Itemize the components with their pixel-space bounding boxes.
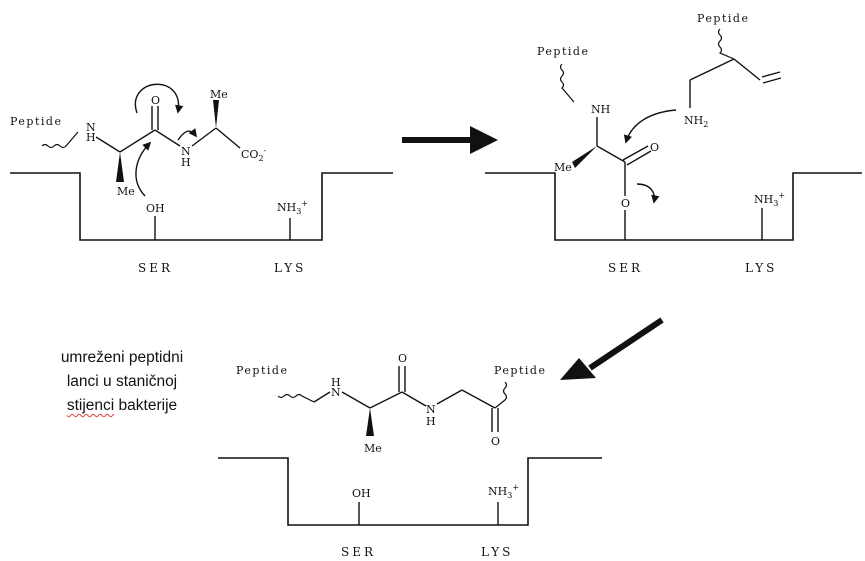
residue-label-ser-3: SER xyxy=(341,545,376,559)
residue-label-lys: LYS xyxy=(274,261,306,275)
peptide-label-3: Peptide xyxy=(697,12,749,25)
enzyme-pocket-3 xyxy=(218,457,602,526)
amide-n-label-4: N xyxy=(426,403,436,416)
residue-label-lys-2: LYS xyxy=(745,261,777,275)
reaction-arrow-2 xyxy=(588,317,664,371)
amide-nh-label: H xyxy=(86,131,96,144)
ester-o-label: O xyxy=(621,197,630,210)
arrow-oh-attack xyxy=(135,141,152,197)
amide-n-label-3: N xyxy=(331,386,341,399)
methyl-label-2: Me xyxy=(554,161,572,174)
peptide-chain-bond-3 xyxy=(717,28,735,60)
peptide-label: Peptide xyxy=(10,115,62,128)
lys-ammonium-label-3: NH3+ xyxy=(488,483,519,500)
peptide-chain-bond-5 xyxy=(494,381,508,409)
lys-ammonium-label-2: NH3+ xyxy=(754,191,785,208)
carbonyl-o-label-4: O xyxy=(491,435,500,448)
peptide-chain-bond-4 xyxy=(277,393,315,403)
carbonyl-o-label-2: O xyxy=(650,141,659,154)
arrow-ch-push xyxy=(177,128,198,141)
panel-3-crosslinked-product: SER LYS OH NH3+ Peptide H N Me O N H O P… xyxy=(218,352,602,559)
caption-word-bakterije: bakterije xyxy=(118,397,178,414)
amide-n-label: N xyxy=(86,121,96,134)
peptide-label-2: Peptide xyxy=(537,45,589,58)
methyl2-label: Me xyxy=(210,88,228,101)
reaction-arrow-1-head xyxy=(470,126,498,154)
amide-n2-label: N xyxy=(181,145,191,158)
lys-ammonium-label: NH3+ xyxy=(277,199,308,216)
ser-hydroxyl-label: OH xyxy=(146,202,165,215)
reaction-arrow-2-head xyxy=(560,358,596,380)
enzyme-pocket-2 xyxy=(485,172,862,241)
amide-h-label-3: H xyxy=(331,376,341,389)
amide-h-label-4: H xyxy=(426,415,436,428)
amide-nh-label-2: NH xyxy=(591,103,610,116)
residue-label-ser-2: SER xyxy=(608,261,643,275)
arrow-amine-attack xyxy=(623,109,677,144)
carbonyl-o-label-3: O xyxy=(398,352,407,365)
ser-hydroxyl-label-3: OH xyxy=(352,487,371,500)
peptide-label-4: Peptide xyxy=(236,364,288,377)
peptide-chain-bond-2 xyxy=(559,63,575,103)
arrow-ester-cleave xyxy=(636,183,660,204)
amide-h2-label: H xyxy=(181,156,191,169)
peptide-label-5: Peptide xyxy=(494,364,546,377)
caption-line-2: lanci u staničnoj xyxy=(66,373,178,390)
arrow-carbonyl-push xyxy=(134,83,184,114)
panel-2-acyl-enzyme: SER LYS O NH3+ Peptide NH Me O Peptide N… xyxy=(485,12,862,275)
enzyme-pocket-1 xyxy=(10,172,393,241)
carboxylate-label: CO2- xyxy=(241,146,267,163)
carbonyl-o-label: O xyxy=(151,94,160,107)
residue-label-ser: SER xyxy=(138,261,173,275)
residue-label-lys-3: LYS xyxy=(481,545,513,559)
caption-word-stijenci: stijenci xyxy=(66,397,115,414)
caption-crosslinked-peptides: umreženi peptidni lanci u staničnoj stij… xyxy=(22,346,222,418)
methyl-label: Me xyxy=(117,185,135,198)
caption-line-1: umreženi peptidni xyxy=(60,349,184,366)
methyl-label-3: Me xyxy=(364,442,382,455)
peptide-chain-bond xyxy=(41,131,79,149)
amine-nh2-label: NH2 xyxy=(684,114,708,129)
panel-1-acylation: SER LYS OH NH3+ Peptide H N Me O N H Me … xyxy=(10,83,393,275)
caption-line-3: stijenci bakterije xyxy=(22,394,222,418)
